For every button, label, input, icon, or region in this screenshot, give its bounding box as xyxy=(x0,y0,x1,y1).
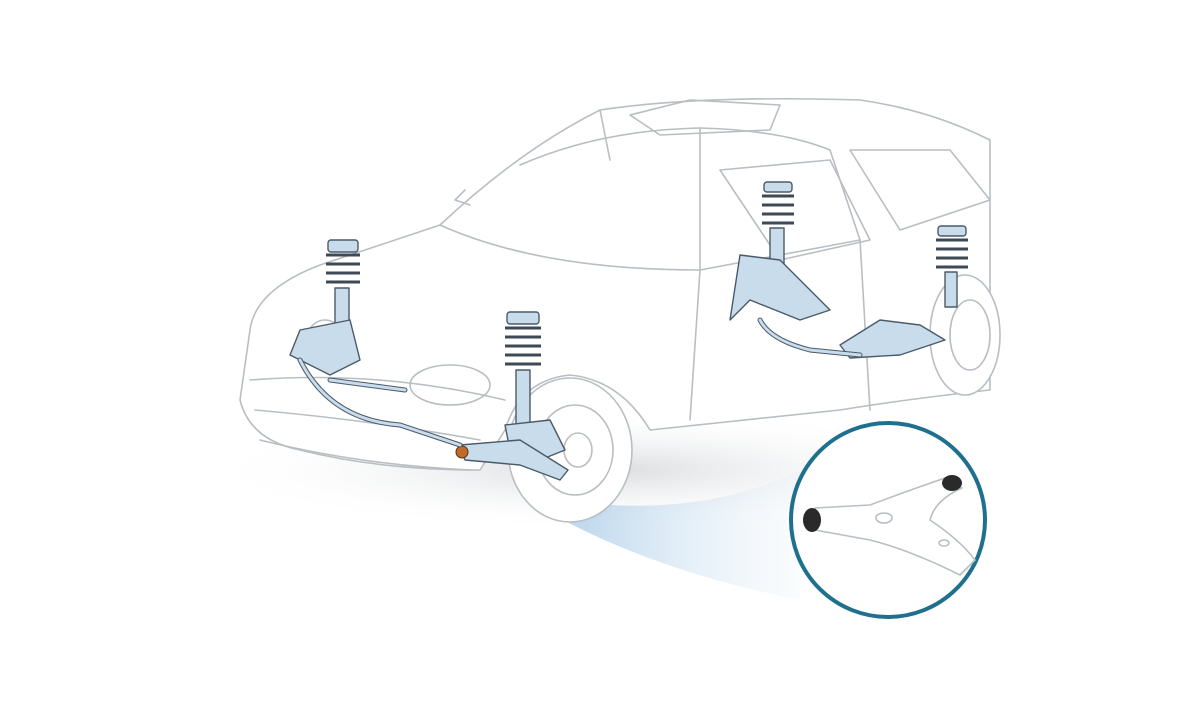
control-arm-callout xyxy=(789,421,987,619)
car-body xyxy=(239,97,991,471)
rear-control-arm xyxy=(839,319,946,359)
rear-wheel xyxy=(929,274,1001,396)
rear-left-strut xyxy=(729,181,831,321)
front-control-arm xyxy=(459,439,569,481)
front-left-strut xyxy=(289,239,361,376)
highlight-beam xyxy=(510,460,800,600)
bushing-highlight xyxy=(455,445,469,459)
callout-bushing-front xyxy=(803,508,821,532)
rear-right-strut xyxy=(936,225,968,308)
front-wheel xyxy=(507,377,633,523)
callout-bushing-rear xyxy=(942,475,962,491)
